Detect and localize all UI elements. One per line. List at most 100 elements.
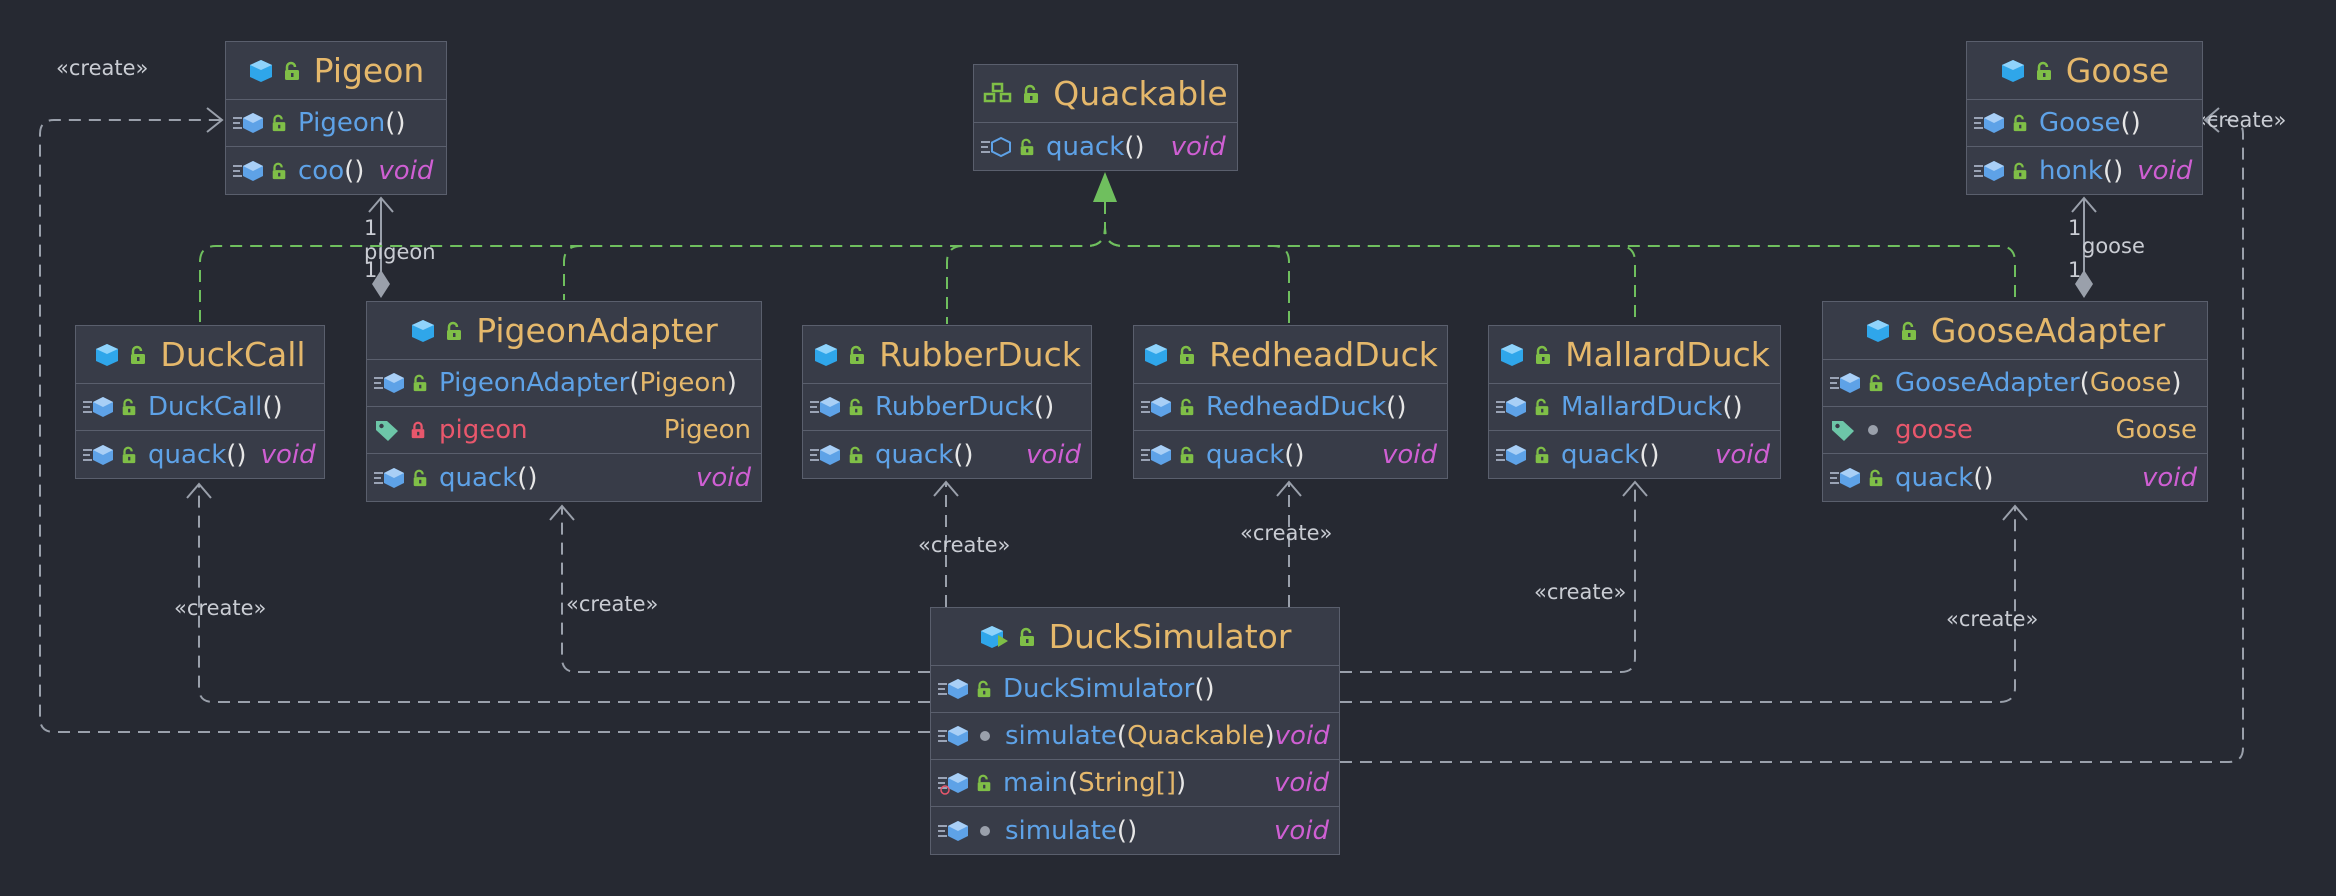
public-lock-icon xyxy=(1867,374,1885,392)
class-title: MallardDuck xyxy=(1565,335,1770,374)
class-title: DuckCall xyxy=(160,335,306,374)
package-private-dot-icon xyxy=(979,825,991,837)
public-lock-icon xyxy=(1867,469,1885,487)
class-icon xyxy=(410,318,436,344)
create-label-pigeonadapter: «create» xyxy=(566,592,659,616)
public-lock-icon xyxy=(120,446,138,464)
public-lock-icon xyxy=(1533,446,1551,464)
method-row[interactable]: quack() void xyxy=(76,431,324,478)
multiplicity-label: 1 xyxy=(2068,258,2082,282)
create-label-duckcall: «create» xyxy=(174,596,267,620)
class-rubberduck[interactable]: RubberDuck RubberDuck() quack() void xyxy=(802,325,1092,479)
multiplicity-label: 1 xyxy=(2068,216,2082,240)
constructor-row[interactable]: Goose() xyxy=(1967,100,2202,147)
public-lock-icon xyxy=(847,398,865,416)
class-duckcall[interactable]: DuckCall DuckCall() quack() void xyxy=(75,325,325,479)
class-mallardduck[interactable]: MallardDuck MallardDuck() quack() void xyxy=(1488,325,1781,479)
class-title: RubberDuck xyxy=(879,335,1081,374)
class-title: GooseAdapter xyxy=(1930,311,2166,350)
class-icon xyxy=(94,342,120,368)
method-icon xyxy=(232,159,264,183)
package-private-dot-icon xyxy=(979,730,991,742)
class-pigeonadapter[interactable]: PigeonAdapter PigeonAdapter(Pigeon) pige… xyxy=(366,301,762,502)
method-icon xyxy=(1140,395,1172,419)
constructor-row[interactable]: PigeonAdapter(Pigeon) xyxy=(367,360,761,407)
class-icon xyxy=(1499,342,1525,368)
public-lock-icon xyxy=(128,345,148,365)
method-icon xyxy=(373,466,405,490)
method-icon xyxy=(1495,443,1527,467)
method-icon xyxy=(1973,159,2005,183)
method-icon xyxy=(1973,111,2005,135)
public-lock-icon xyxy=(1178,446,1196,464)
constructor-row[interactable]: DuckCall() xyxy=(76,384,324,431)
constructor-row[interactable]: MallardDuck() xyxy=(1489,384,1780,431)
method-icon xyxy=(937,819,969,843)
interface-title: Quackable xyxy=(1053,74,1228,113)
method-row[interactable]: coo() void xyxy=(226,147,446,194)
field-tag-icon xyxy=(373,418,401,442)
public-lock-icon xyxy=(411,469,429,487)
create-label-rubberduck: «create» xyxy=(918,533,1011,557)
method-row[interactable]: main(String[]) void xyxy=(931,760,1339,807)
field-row[interactable]: pigeon Pigeon xyxy=(367,407,761,454)
create-label-goose: «create» xyxy=(2194,108,2287,132)
class-ducksimulator[interactable]: DuckSimulator DuckSimulator() simulate(Q… xyxy=(930,607,1340,855)
public-lock-icon xyxy=(975,680,993,698)
class-redheadduck[interactable]: RedheadDuck RedheadDuck() quack() void xyxy=(1133,325,1448,479)
method-icon xyxy=(373,371,405,395)
method-row[interactable]: honk() void xyxy=(1967,147,2202,194)
public-lock-icon xyxy=(847,446,865,464)
method-icon xyxy=(809,395,841,419)
public-lock-icon xyxy=(2011,162,2029,180)
constructor-row[interactable]: DuckSimulator() xyxy=(931,666,1339,713)
multiplicity-label: 1 xyxy=(364,216,378,240)
class-title: Pigeon xyxy=(313,51,425,90)
class-goose[interactable]: Goose Goose() honk() void xyxy=(1966,41,2203,195)
method-icon xyxy=(937,677,969,701)
public-lock-icon xyxy=(270,114,288,132)
interface-quackable[interactable]: Quackable quack() void xyxy=(973,64,1238,171)
public-lock-icon xyxy=(1899,321,1919,341)
public-lock-icon xyxy=(444,321,464,341)
method-row[interactable]: quack() void xyxy=(1823,454,2207,501)
method-icon xyxy=(1495,395,1527,419)
class-title: PigeonAdapter xyxy=(476,311,718,350)
public-lock-icon xyxy=(1533,398,1551,416)
public-lock-icon xyxy=(1178,398,1196,416)
class-gooseadapter[interactable]: GooseAdapter GooseAdapter(Goose) goose G… xyxy=(1822,301,2208,502)
class-pigeon[interactable]: Pigeon Pigeon() coo() void xyxy=(225,41,447,195)
method-icon xyxy=(937,724,969,748)
method-icon xyxy=(1140,443,1172,467)
class-title: DuckSimulator xyxy=(1048,617,1292,656)
method-row[interactable]: quack() void xyxy=(367,454,761,501)
interface-icon xyxy=(983,82,1013,106)
constructor-row[interactable]: GooseAdapter(Goose) xyxy=(1823,360,2207,407)
public-lock-icon xyxy=(1021,84,1041,104)
public-lock-icon xyxy=(975,774,993,792)
package-private-dot-icon xyxy=(1867,424,1879,436)
method-row[interactable]: simulate(Quackable) void xyxy=(931,713,1339,760)
class-title: Goose xyxy=(2065,51,2170,90)
field-row[interactable]: goose Goose xyxy=(1823,407,2207,454)
method-row[interactable]: simulate() void xyxy=(931,807,1339,854)
main-class-icon xyxy=(979,623,1009,651)
constructor-row[interactable]: RedheadDuck() xyxy=(1134,384,1447,431)
method-icon xyxy=(232,111,264,135)
constructor-row[interactable]: Pigeon() xyxy=(226,100,446,147)
public-lock-icon xyxy=(1533,345,1553,365)
method-icon xyxy=(1829,371,1861,395)
multiplicity-label: 1 xyxy=(364,258,378,282)
public-lock-icon xyxy=(2034,61,2054,81)
public-lock-icon xyxy=(2011,114,2029,132)
public-lock-icon xyxy=(120,398,138,416)
class-icon xyxy=(1143,342,1169,368)
constructor-row[interactable]: RubberDuck() xyxy=(803,384,1091,431)
method-row[interactable]: quack() void xyxy=(803,431,1091,478)
method-row[interactable]: quack() void xyxy=(1489,431,1780,478)
class-icon xyxy=(1865,318,1891,344)
public-lock-icon xyxy=(1177,345,1197,365)
method-row[interactable]: quack() void xyxy=(974,123,1237,170)
method-row[interactable]: quack() void xyxy=(1134,431,1447,478)
